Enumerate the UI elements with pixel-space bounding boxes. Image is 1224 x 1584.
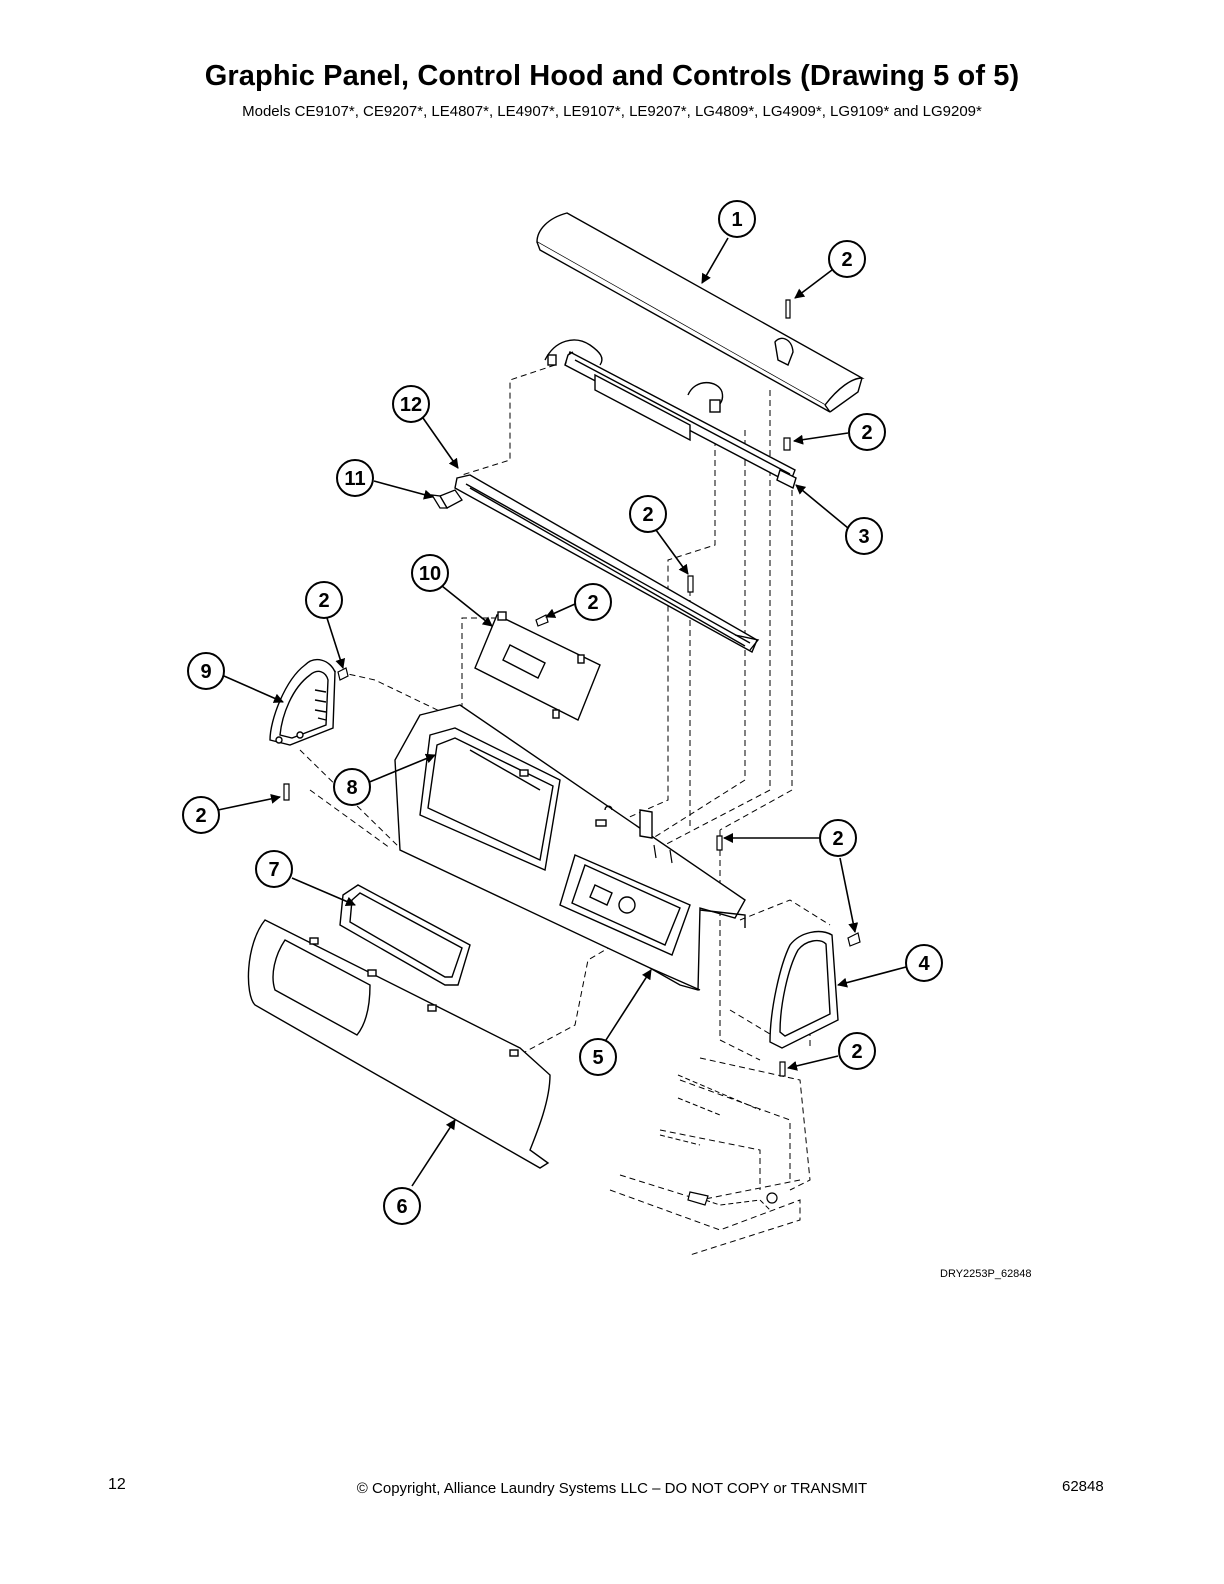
control-panel-frame: [394, 704, 746, 991]
svg-text:9: 9: [200, 661, 211, 683]
svg-text:1: 1: [731, 209, 742, 231]
copyright-notice: © Copyright, Alliance Laundry Systems LL…: [356, 1480, 868, 1497]
svg-text:12: 12: [400, 394, 422, 416]
callout-10: 10: [411, 554, 449, 592]
callout-5: 5: [579, 1038, 617, 1076]
svg-text:2: 2: [587, 592, 598, 614]
callout-7: 7: [255, 850, 293, 888]
callout-4: 4: [905, 944, 943, 982]
svg-text:2: 2: [195, 805, 206, 827]
callout-6: 6: [383, 1187, 421, 1225]
control-hood: [536, 212, 865, 413]
screws: [283, 299, 861, 1077]
cabinet-outline: [659, 1074, 771, 1211]
callout-9: 9: [187, 652, 225, 690]
svg-text:2: 2: [841, 249, 852, 271]
leader-arrows: [217, 237, 907, 1187]
callout-2-right-cap-bottom: 2: [838, 1032, 876, 1070]
left-end-cap: [269, 658, 336, 746]
svg-text:2: 2: [642, 504, 653, 526]
svg-text:2: 2: [861, 422, 872, 444]
page-title: Graphic Panel, Control Hood and Controls…: [204, 60, 1020, 92]
svg-text:2: 2: [832, 828, 843, 850]
control-strip: [454, 474, 760, 653]
callouts: 1 2 2 12 11 3 2 10 2 2 9 8 2 2 7 4 5 2 6: [182, 200, 943, 1225]
callout-2-frame-screw: 2: [819, 819, 857, 857]
document-number: 62848: [1062, 1478, 1104, 1495]
svg-text:5: 5: [592, 1047, 603, 1069]
svg-text:6: 6: [396, 1196, 407, 1218]
connector: [430, 489, 463, 509]
models-subtitle: Models CE9107*, CE9207*, LE4807*, LE4907…: [242, 103, 982, 120]
svg-text:7: 7: [268, 859, 279, 881]
svg-text:11: 11: [344, 468, 365, 490]
svg-text:2: 2: [851, 1041, 862, 1063]
cabinet-bracket: [687, 1191, 778, 1206]
callout-2-left-cap-bottom: 2: [182, 796, 220, 834]
control-board: [474, 611, 601, 721]
callout-2-left-cap-top: 2: [305, 581, 343, 619]
svg-text:4: 4: [918, 953, 930, 975]
svg-text:3: 3: [858, 526, 869, 548]
callout-11: 11: [336, 459, 374, 497]
callout-2-console-screw: 2: [848, 413, 886, 451]
callout-1: 1: [718, 200, 756, 238]
callout-2-board-screw: 2: [574, 583, 612, 621]
right-end-cap: [769, 930, 839, 1049]
callout-2-hood-screw: 2: [828, 240, 866, 278]
callout-12: 12: [392, 385, 430, 423]
page-number: 12: [108, 1476, 126, 1493]
callout-8: 8: [333, 768, 371, 806]
callout-3: 3: [845, 517, 883, 555]
window-frame: [339, 884, 471, 986]
drawing-code: DRY2253P_62848: [940, 1268, 1032, 1280]
graphic-panel: [247, 919, 551, 1169]
svg-text:2: 2: [318, 590, 329, 612]
callout-2-strip-screw: 2: [629, 495, 667, 533]
svg-text:8: 8: [346, 777, 357, 799]
svg-text:10: 10: [419, 563, 441, 585]
console-assembly: [544, 339, 797, 489]
